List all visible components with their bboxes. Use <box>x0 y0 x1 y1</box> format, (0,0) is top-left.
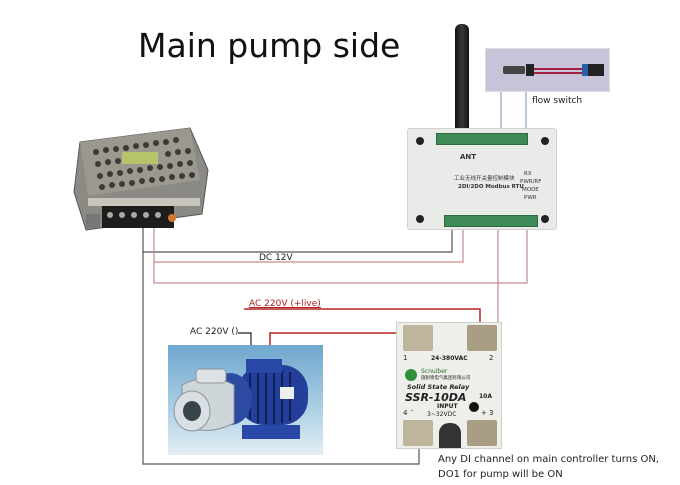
mount-hole <box>416 137 424 145</box>
ssr-terminal-2-screw <box>467 325 497 351</box>
ssr-terminal-3-screw <box>467 420 497 446</box>
ssr-input-label: INPUT <box>437 403 458 410</box>
mount-hole <box>541 215 549 223</box>
solid-state-relay: 1 2 3 4 24-380VAC Scnuiber 施耐德电气集团有限公司 S… <box>396 322 502 449</box>
flow-switch-label: flow switch <box>532 96 583 106</box>
ssr-model: SSR-10DA <box>405 391 467 404</box>
dc-12v-label: DC 12V <box>259 253 293 263</box>
wireless-io-controller: ANT 工业无线开关量控制模块 2DI/2DO Modbus RTU RX PW… <box>407 128 557 230</box>
ssr-negative-wire <box>142 252 420 465</box>
dc-negative-wire <box>142 222 453 253</box>
ssr-current: 10A <box>479 393 492 400</box>
flow-switch-image <box>485 48 610 92</box>
led-rx: RX <box>524 171 532 177</box>
power-supply-12v <box>72 122 212 240</box>
mount-hole <box>416 215 424 223</box>
flow-switch-body <box>503 66 525 74</box>
controller-model: 2DI/2DO Modbus RTU <box>458 184 524 190</box>
logic-note: Any DI channel on main controller turns … <box>438 452 659 482</box>
led-pwr: PWR <box>524 195 537 201</box>
ssr-indicator-led <box>469 402 479 412</box>
ssr-ac-range: 24-380VAC <box>431 355 468 362</box>
ac-220v-neutral-label: AC 220V () <box>190 327 239 337</box>
logic-note-line-2: DO1 for pump will be ON <box>438 469 563 480</box>
ac-220v-live-label: AC 220V (+live) <box>249 299 321 309</box>
led-mode: MODE <box>522 187 539 193</box>
top-terminal-block <box>436 133 528 145</box>
ssr-logo <box>405 369 417 381</box>
ssr-dc-range: 3~32VDC <box>427 411 457 418</box>
controller-cn-name: 工业无线开关量控制模块 <box>454 176 515 182</box>
bottom-terminal-block <box>444 215 538 227</box>
antenna <box>455 24 469 132</box>
ssr-terminal-4-screw <box>403 420 433 446</box>
ssr-type: Solid State Relay <box>407 383 470 391</box>
dc-positive-wire <box>153 222 464 263</box>
pump-image <box>168 345 323 455</box>
flow-switch-nut <box>526 64 534 76</box>
logic-note-line-1: Any DI channel on main controller turns … <box>438 454 659 465</box>
diagram-title: Main pump side <box>138 26 401 65</box>
mount-hole <box>541 137 549 145</box>
antenna-label: ANT <box>460 153 477 161</box>
psu-to-ssr-wire <box>153 222 528 284</box>
ssr-terminal-1-screw <box>403 325 433 351</box>
led-rf: PWR/RF <box>520 179 542 185</box>
ssr-brand: Scnuiber <box>421 368 448 375</box>
